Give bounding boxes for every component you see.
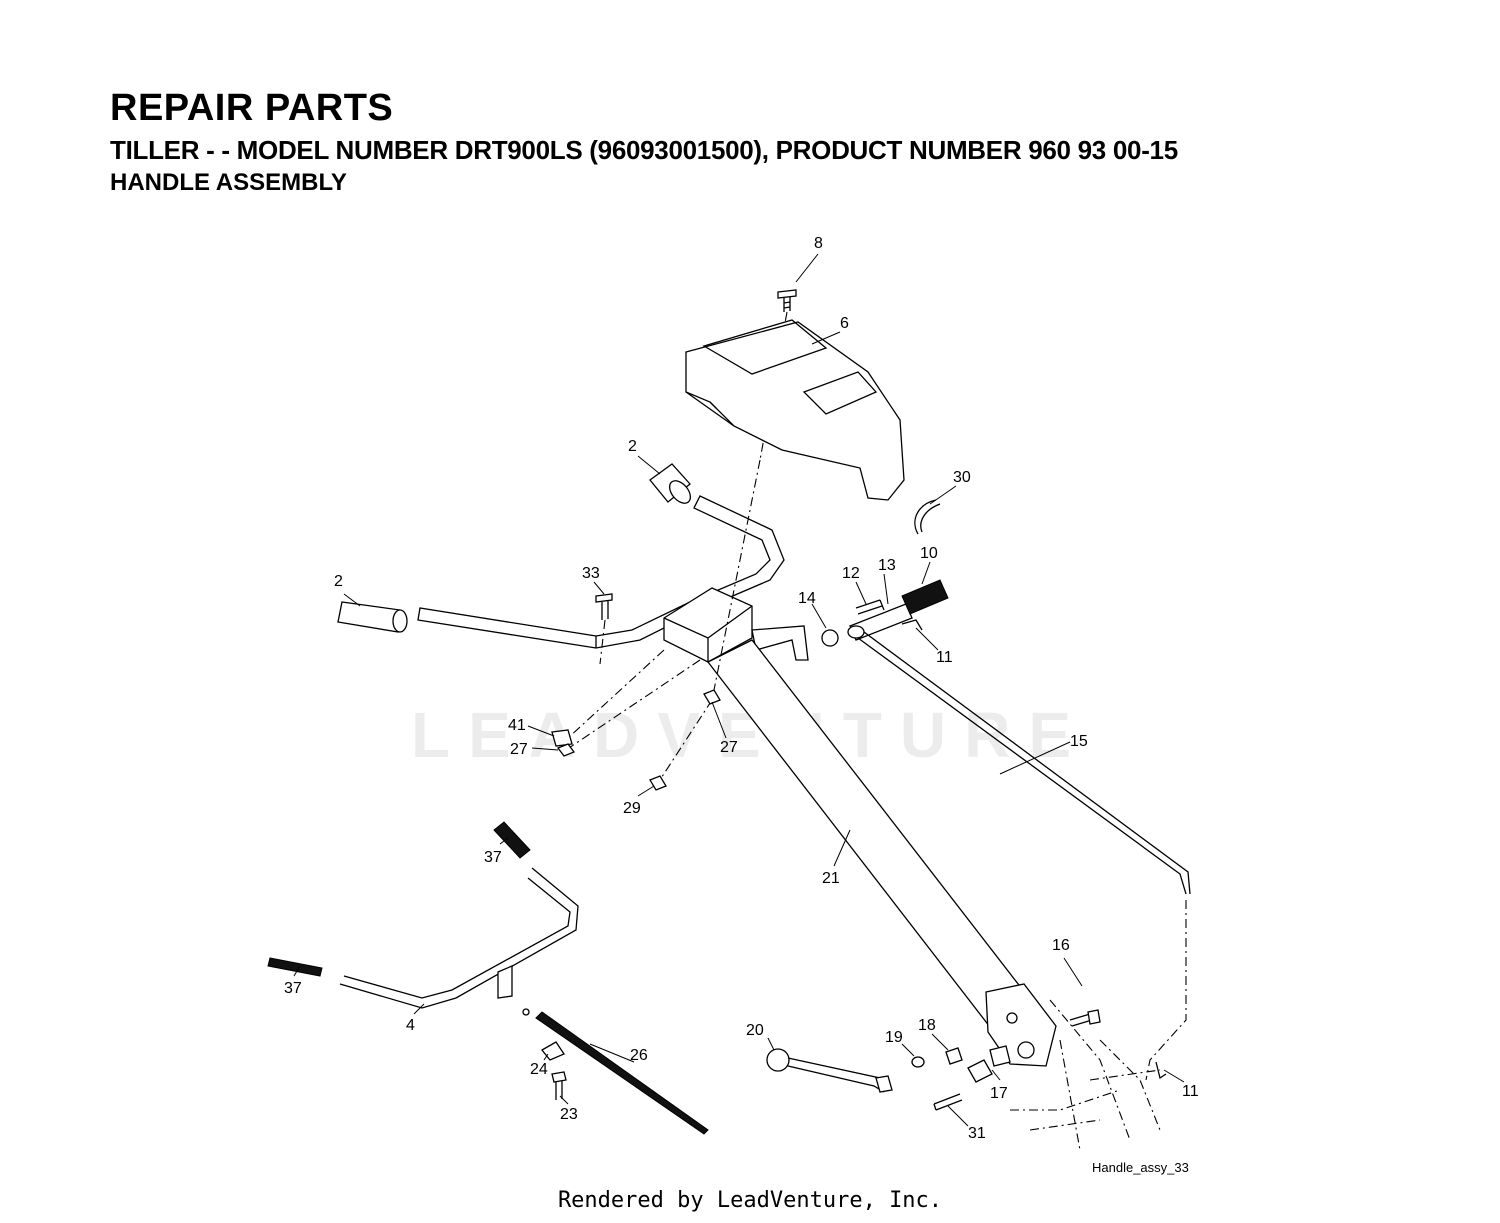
callout-27a: 27 bbox=[510, 741, 528, 758]
part-nut-18 bbox=[945, 1047, 963, 1065]
callout-11b: 11 bbox=[1182, 1083, 1199, 1100]
drawing-id: Handle_assy_33 bbox=[1092, 1160, 1189, 1175]
part-nut-29 bbox=[649, 775, 667, 791]
part-bolt-16 bbox=[1069, 1009, 1101, 1027]
callout-29: 29 bbox=[623, 800, 641, 817]
callout-4: 4 bbox=[406, 1017, 415, 1034]
callout-17: 17 bbox=[990, 1085, 1008, 1102]
part-cable-26 bbox=[522, 1008, 709, 1135]
callout-26: 26 bbox=[630, 1047, 648, 1064]
part-pin-12 bbox=[855, 599, 885, 615]
callout-14: 14 bbox=[798, 590, 816, 607]
dashline-console bbox=[711, 459, 761, 701]
part-grip-37b bbox=[267, 957, 323, 977]
leader-lines bbox=[293, 253, 1185, 1127]
page-header: REPAIR PARTS TILLER - - MODEL NUMBER DRT… bbox=[110, 86, 1178, 198]
callout-10: 10 bbox=[920, 545, 938, 562]
callout-19: 19 bbox=[885, 1029, 903, 1046]
dashline-clip-41 bbox=[567, 649, 665, 739]
tiller-frame-outline bbox=[1010, 999, 1161, 1151]
part-clip-11b bbox=[1155, 1061, 1167, 1080]
callout-20: 20 bbox=[746, 1022, 764, 1039]
callout-30: 30 bbox=[953, 469, 971, 486]
callout-37a: 37 bbox=[484, 849, 502, 866]
part-tube-21 bbox=[663, 587, 1057, 1067]
dashline-rod bbox=[1145, 900, 1187, 1081]
callout-12: 12 bbox=[842, 565, 860, 582]
part-console-6 bbox=[685, 319, 905, 501]
callout-8: 8 bbox=[814, 235, 823, 252]
callout-15: 15 bbox=[1070, 733, 1088, 750]
callout-16: 16 bbox=[1052, 937, 1070, 954]
part-nut-27a bbox=[556, 743, 576, 757]
part-spacer-14 bbox=[821, 629, 839, 647]
callout-11a: 11 bbox=[936, 649, 953, 666]
callout-21: 21 bbox=[822, 870, 840, 887]
callout-6: 6 bbox=[840, 315, 849, 332]
dashline-nut-29 bbox=[655, 699, 713, 787]
watermark: LEADVENTURE bbox=[410, 699, 1090, 771]
part-lever-20 bbox=[766, 1048, 893, 1093]
callout-24: 24 bbox=[530, 1061, 548, 1078]
part-grip-2a bbox=[649, 463, 692, 504]
part-grip-2b bbox=[337, 601, 408, 633]
footer-credit: Rendered by LeadVenture, Inc. bbox=[557, 1188, 943, 1213]
part-bolt-23 bbox=[551, 1071, 567, 1100]
callout-31: 31 bbox=[968, 1125, 986, 1142]
section-title: HANDLE ASSEMBLY bbox=[110, 169, 347, 196]
part-rod-15 bbox=[857, 631, 1191, 895]
part-lower-handle-4 bbox=[339, 867, 579, 1009]
callout-33: 33 bbox=[582, 565, 600, 582]
callout-41: 41 bbox=[508, 717, 526, 734]
part-bolt-33 bbox=[595, 593, 613, 665]
part-lever-13 bbox=[847, 603, 913, 641]
callout-13: 13 bbox=[878, 557, 896, 574]
callout-27b: 27 bbox=[720, 739, 738, 756]
callout-37b: 37 bbox=[284, 980, 302, 997]
part-grip-37a bbox=[493, 821, 531, 859]
page-title: REPAIR PARTS bbox=[110, 87, 394, 129]
callout-18: 18 bbox=[918, 1017, 936, 1034]
callout-2b: 2 bbox=[334, 573, 343, 590]
dashline-nut-27a bbox=[559, 659, 701, 755]
callout-23: 23 bbox=[560, 1106, 578, 1123]
callout-2a: 2 bbox=[628, 438, 637, 455]
callout-labels: 8 6 2 30 2 33 12 13 10 14 11 41 27 27 15… bbox=[284, 235, 1199, 1142]
part-block-17 bbox=[967, 1045, 1011, 1083]
part-bolt-31 bbox=[933, 1093, 963, 1111]
part-washer-19 bbox=[911, 1056, 925, 1068]
part-grip-10 bbox=[901, 579, 949, 615]
part-clip-41 bbox=[551, 729, 573, 747]
part-clip-30 bbox=[914, 499, 941, 535]
part-nut-27b bbox=[703, 689, 721, 705]
part-clip-11a bbox=[901, 619, 923, 631]
model-subtitle: TILLER - - MODEL NUMBER DRT900LS (960930… bbox=[110, 135, 1178, 165]
